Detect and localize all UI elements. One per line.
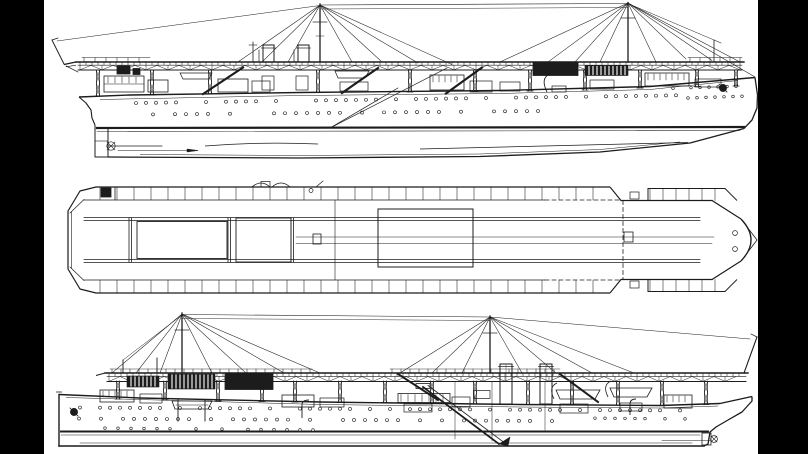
starboard-profile-view-funnels: [248, 41, 311, 63]
port-profile-view-hull: [56, 391, 753, 447]
port-profile-view-masts-and-rigging: [111, 312, 751, 374]
flight-deck-plan-view: [67, 180, 758, 294]
starboard-profile-view: [51, 1, 759, 159]
flight-deck-plan-view-deck-fittings: [83, 199, 715, 281]
left-letterbox-bar: [0, 0, 44, 454]
port-profile-view: [56, 312, 758, 447]
flight-deck-plan-view-walkways: [83, 180, 738, 294]
port-profile-view-superstructure: [99, 372, 710, 447]
starboard-profile-view-flight-deck: [51, 37, 745, 76]
flight-deck-plan-view-deck-outline: [67, 186, 758, 294]
port-profile-view-funnels: [498, 363, 554, 405]
right-letterbox-bar: [758, 0, 808, 454]
starboard-profile-view-hull: [78, 76, 759, 159]
starboard-profile-view-masts-and-rigging: [56, 1, 756, 78]
